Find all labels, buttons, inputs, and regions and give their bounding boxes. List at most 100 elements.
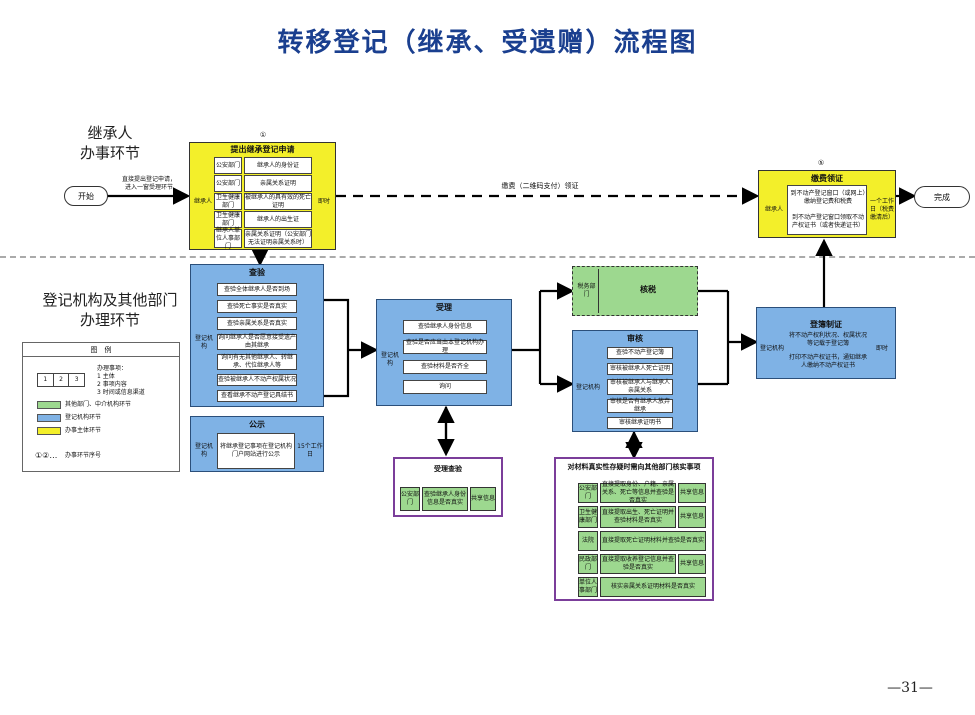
legend-title: 图 例 [23, 343, 179, 357]
legend-item-label: 办事主体环节 [65, 427, 102, 434]
submit-title: 提出继承登记申请 [230, 145, 295, 154]
verify-row-org: 法院 [578, 531, 598, 551]
pay-side: 继承人 [764, 206, 783, 213]
accept-item: 查验材料是否齐全 [403, 360, 487, 374]
start-note-line1: 直接提出登记申请， [121, 176, 176, 183]
legend-seq-label: 办事环节序号 [65, 452, 102, 459]
check-item: 查验被继承人不动产权属状况 [217, 374, 297, 386]
verify-row-org: 公安部门 [578, 483, 598, 503]
submit-row-org: 继承人单位人事部门 [214, 226, 242, 250]
check-item: 查验亲属关系是否真实 [217, 317, 297, 330]
submit-row-org: 公安部门 [214, 157, 242, 174]
legend-swatch-green [37, 401, 61, 409]
submit-row-item: 被继承人的具有效的死亡证明 [244, 193, 312, 210]
verify-row-share: 共享信息 [678, 483, 706, 503]
check-item: 询问有无其他继承人、转继承、代位继承人等 [217, 354, 297, 370]
submit-row-item: 继承人的出生证 [244, 211, 312, 228]
accept-box: 受理 登记机构 查验继承人身份信息 查验是否应当由本登记机构办理 查验材料是否齐… [376, 299, 512, 406]
verify-row-text: 直接提取出生、死亡证明并查验材料是否真实 [600, 506, 676, 528]
submit-row-org: 卫生健康部门 [214, 211, 242, 228]
pay-text1: 到不动产登记窗口（或网上）缴纳登记费和税费 [790, 190, 866, 205]
lane-applicant-line2: 办事环节 [79, 144, 140, 162]
accept-check-text: 查验继承人身份信息是否真实 [422, 487, 468, 511]
review-item: 查验不动产登记簿 [607, 347, 673, 359]
legend: 图 例 1 2 3 办理事项： 1 主体 2 事项内容 3 时间或信息渠道 其他… [22, 342, 180, 472]
notice-text: 将继承登记事项在登记机构门户网站进行公示 [217, 433, 295, 469]
accept-side: 登记机构 [380, 352, 399, 367]
legend-swatch-blue [37, 414, 61, 422]
review-side: 登记机构 [575, 384, 600, 391]
check-item: 查看继承不动产登记具结书 [217, 390, 297, 402]
start-node: 开始 [64, 186, 108, 206]
submit-time: 即时 [317, 198, 330, 205]
register-time: 即时 [875, 345, 888, 352]
notice-title: 公示 [249, 420, 265, 429]
legend-item-label: 登记机构环节 [65, 414, 102, 421]
verify-row-text: 直接提取身份、户籍、亲属关系、死亡等信息并查验是否真实 [600, 481, 676, 504]
submit-row-item: 继承人的身份证 [244, 157, 312, 174]
pay-label: 缴费（二维码支付）领证 [501, 182, 579, 190]
pay-box: 缴费领证 继承人 到不动产登记窗口（或网上）缴纳登记费和税费 到不动产登记窗口领… [758, 170, 896, 238]
legend-desc-line: 办理事项： [97, 365, 128, 372]
accept-check-box: 受理查验 公安部门 查验继承人身份信息是否真实 共享信息 [393, 457, 503, 517]
submit-rows: 公安部门 继承人的身份证 公安部门 亲属关系证明 卫生健康部门 被继承人的具有效… [214, 157, 312, 250]
legend-desc-line: 2 事项内容 [97, 381, 127, 388]
review-item: 审核被继承人死亡证明 [607, 363, 673, 375]
review-box: 审核 登记机构 查验不动产登记簿 审核被继承人死亡证明 审核被继承人与继承人亲属… [572, 330, 698, 432]
verify-row-org: 卫生健康部门 [578, 506, 598, 528]
check-item: 查验死亡事实是否真实 [217, 300, 297, 313]
tax-box: 税务部门 核税 [572, 266, 698, 316]
lane-registry-label: 登记机构及其他部门 办理环节 [20, 290, 200, 330]
accept-item: 查验是否应当由本登记机构办理 [403, 339, 487, 354]
submit-row-item: 亲属关系证明（公安部门无法证明亲属关系时） [244, 229, 312, 248]
page-number: —31— [887, 680, 933, 696]
verify-row-share: 共享信息 [678, 506, 706, 528]
verify-row-text: 核实亲属关系证明材料是否真实 [600, 577, 706, 597]
check-item: 询问继承人是否愿意接受遗产由其继承 [217, 334, 297, 350]
review-item: 审核继承证明书 [607, 417, 673, 429]
accept-item: 查验继承人身份信息 [403, 320, 487, 334]
legend-cells: 1 2 3 [37, 373, 85, 387]
lane-applicant-line1: 继承人 [87, 124, 133, 142]
submit-row-org: 公安部门 [214, 175, 242, 192]
check-side: 登记机构 [194, 335, 213, 350]
register-text2: 打印不动产权证书，通知继承人缴纳不动产权证书 [788, 354, 867, 369]
step-number-1: ① [259, 131, 267, 139]
submit-side: 继承人 [193, 198, 212, 205]
pay-title: 缴费领证 [811, 174, 843, 183]
start-note-line2: 进入一窗受理环节 [124, 184, 173, 191]
register-box: 登簿制证 登记机构 将不动产权利状况、权属状况等记载于登记簿 打印不动产权证书，… [756, 307, 896, 379]
register-side: 登记机构 [759, 345, 784, 352]
verify-row-text: 直接提取死亡证明材料并查验是否真实 [600, 531, 706, 551]
pay-text2: 到不动产登记窗口领取不动产权证书（或者快递证书） [791, 214, 864, 229]
notice-box: 公示 登记机构 将继承登记事项在登记机构门户网站进行公示 15个工作日 [190, 416, 324, 472]
pay-time: 一个工作日（税费缴清后） [869, 198, 894, 221]
accept-check-share: 共享信息 [470, 487, 496, 511]
lane-divider [0, 256, 975, 258]
lane-registry-line1: 登记机构及其他部门 [42, 291, 178, 309]
lane-applicant-label: 继承人 办事环节 [60, 123, 160, 163]
notice-side: 登记机构 [194, 443, 213, 458]
verify-row-text: 直接提取收养登记信息并查验是否真实 [600, 554, 676, 574]
lane-registry-line2: 办理环节 [79, 311, 140, 329]
check-box: 查验 登记机构 查验全体继承人是否到场 查验死亡事实是否真实 查验亲属关系是否真… [190, 264, 324, 407]
verify-title: 对材料真实性存疑时需向其他部门核实事项 [567, 463, 701, 471]
review-title: 审核 [627, 334, 643, 343]
start-note: 直接提出登记申请， 进入一窗受理环节 [110, 176, 188, 192]
legend-cell: 3 [74, 376, 79, 383]
legend-item-label: 其他部门、中介机构环节 [65, 401, 132, 408]
accept-title: 受理 [436, 303, 452, 312]
tax-side: 税务部门 [575, 269, 599, 313]
submit-application-box: 提出继承登记申请 继承人 即时 公安部门 继承人的身份证 公安部门 亲属关系证明… [189, 142, 336, 250]
page-title: 转移登记（继承、受遗赠）流程图 [277, 28, 698, 58]
legend-desc: 办理事项： 1 主体 2 事项内容 3 时间或信息渠道 [97, 365, 177, 397]
legend-desc-line: 1 主体 [97, 373, 115, 380]
legend-cell: 1 [38, 374, 54, 386]
submit-row-org: 卫生健康部门 [214, 193, 242, 210]
verify-box: 对材料真实性存疑时需向其他部门核实事项 公安部门 直接提取身份、户籍、亲属关系、… [554, 457, 714, 601]
review-item: 审核是否有继承人放弃继承 [607, 398, 673, 413]
verify-row-org: 单位人事部门 [578, 577, 598, 597]
accept-item: 询问 [403, 380, 487, 394]
register-text1: 将不动产权利状况、权属状况等记载于登记簿 [788, 332, 867, 347]
